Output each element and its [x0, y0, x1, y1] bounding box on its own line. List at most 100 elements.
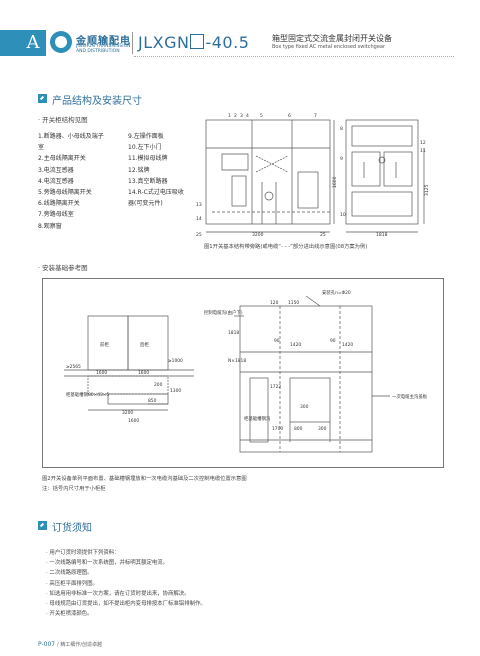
callout-3: 3 — [240, 113, 243, 119]
parts-item: 14.R-C式过电压吸收 — [128, 189, 184, 197]
callout-9: 9 — [340, 156, 343, 162]
dim-height: 3125 — [424, 184, 430, 196]
structure-subtitle: · 开关柜结构见图 — [38, 116, 88, 124]
callout-12: 12 — [420, 140, 426, 146]
foundation-frame — [42, 278, 444, 468]
second-trench-label: 柜基础槽钢沟 — [244, 415, 271, 422]
dim-200: 200 — [154, 382, 163, 388]
parts-item: 3.电流互感器 — [38, 166, 74, 174]
callout-2: 2 — [234, 113, 237, 119]
dim-1600a: 1600 — [96, 370, 107, 376]
dim-1700: 1700 — [272, 426, 283, 432]
dim-800: 800 — [294, 426, 303, 432]
ordering-item: · 二次线路原理图。 — [46, 570, 93, 577]
dim-2565: ≥2565 — [66, 364, 81, 370]
dim-1600c: 1600 — [128, 418, 139, 424]
callout-5: 5 — [260, 113, 263, 119]
parts-item: 室 — [38, 144, 45, 152]
page-number: P-007 — [38, 641, 56, 648]
parts-item: 6.线路隔离开关 — [38, 200, 80, 208]
model-suffix: -40.5 — [205, 33, 250, 52]
foundation-subtitle: · 安装基础参考图 — [38, 264, 88, 272]
parts-item: 4.电流互感器 — [38, 177, 74, 185]
ordering-item: · 一次线路编号和一次系统图，并标明其额定电流。 — [46, 560, 169, 567]
ordering-item: · 母线规范由订货提出，如不提出柜内变母排按本厂标准铝排制作。 — [46, 601, 206, 608]
dim-1420a: 1420 — [290, 342, 301, 348]
header-band — [0, 30, 20, 56]
section-title-ordering: 订货须知 — [52, 523, 92, 534]
parts-item: 10.左下小门 — [128, 144, 162, 152]
dim-right-gap: 25 — [320, 232, 326, 238]
callout-13: 13 — [196, 202, 202, 208]
parts-item: 2.主母线隔离开关 — [38, 155, 86, 163]
section-bullet-icon — [38, 521, 47, 530]
dim-front-width: 1818 — [376, 232, 388, 238]
dim-left-gap: 25 — [196, 232, 202, 238]
dim-90b: 90 — [330, 338, 336, 344]
dim-1150: 1150 — [288, 300, 299, 306]
callout-6: 6 — [288, 113, 291, 119]
dim-300: 300 — [300, 404, 309, 410]
dim-90a: 90 — [274, 338, 280, 344]
parts-item: 12.铭牌 — [128, 166, 150, 174]
callout-1: 1 — [228, 113, 231, 119]
company-name: 金顺输配电 — [76, 36, 131, 47]
parts-item: 11.模拟母线牌 — [128, 155, 168, 163]
dim-1818: 1818 — [228, 330, 239, 336]
company-logo-icon — [50, 31, 72, 53]
dim-inner-height: 1600 — [332, 176, 338, 188]
plan-outline — [239, 305, 373, 453]
product-title-en: Box type fixed AC metal enclosed switchg… — [272, 44, 386, 50]
foundation-drawing: 前柜 后柜 1600 1600 ≥2565 ≥1000 柜基础槽钢80×43×5… — [64, 289, 428, 453]
nx1818-label: N×1818 — [228, 358, 246, 364]
callout-11: 11 — [420, 148, 426, 154]
rear-cabinet-label: 后柜 — [140, 341, 149, 348]
callout-7: 7 — [314, 113, 317, 119]
install-hole-label: 安装孔n=Φ20 — [322, 289, 351, 296]
dim-850: 850 — [148, 398, 157, 404]
parts-item: 7.旁路母线室 — [38, 211, 74, 219]
ordering-item: · 开关柜喷漆颜色。 — [46, 611, 93, 618]
dim-width-total: 3200 — [252, 232, 264, 238]
side-section-outline — [205, 119, 331, 225]
ordering-list: · 用户订货时须提供下列资料： · 一次线路编号和一次系统图，并标明其额定电流。… — [46, 548, 206, 619]
model-prefix: JLXGN — [138, 33, 190, 52]
dim-3200: 3200 — [122, 410, 133, 416]
model-box-icon — [190, 34, 205, 49]
callout-14: 14 — [196, 216, 202, 222]
page-footer: P-007 / 精工细作/创造卓越 — [38, 641, 102, 648]
parts-list-right: 9.左操作面板 10.左下小门 11.模拟母线牌 12.铭牌 13.真空断路器 … — [128, 131, 184, 209]
ordering-item: · 高压柜平面排列图。 — [46, 580, 98, 587]
switchgear-structure-drawing: 3200 25 25 1818 1600 3125 1 2 3 4 5 6 7 … — [196, 113, 430, 238]
front-cabinet-label: 前柜 — [100, 341, 109, 348]
dim-1000: ≥1000 — [168, 358, 183, 364]
header-divider — [134, 56, 454, 57]
figure2-note: 注：括号内尺寸用于小柜柜 — [42, 486, 106, 492]
figure2-caption: 图2开关设备单列平面布置、基础槽钢埋放和一次电缆沟基础及二次控制电缆位置示意图 — [42, 476, 247, 482]
figure1-caption: 图1开关基本结构带旁路(或电缆“- - -”部分进出线示意图(08方案为例) — [204, 244, 368, 250]
parts-item: 9.左操作面板 — [128, 133, 164, 140]
dim-120: 120 — [270, 300, 279, 306]
base-note: 柜基础槽钢80×43×5 — [66, 391, 109, 398]
parts-item: 5.旁路母线隔离开关 — [38, 189, 92, 197]
parts-item: 13.真空断路器 — [128, 177, 168, 185]
company-name-en: JINSHUN TRANSMISSION AND DISTRIBUTION — [76, 44, 131, 54]
parts-item: 1.断路器、小母线及端子 — [38, 133, 104, 140]
callout-8: 8 — [340, 126, 343, 132]
front-view-outline — [345, 119, 419, 225]
parts-item: 器(可变元件) — [128, 200, 163, 208]
cable-trench-label: 控制电缆沟(由户下) — [204, 309, 243, 316]
dim-1420b: 1420 — [342, 342, 353, 348]
product-title: 箱型固定式交流金属封闭开关设备 — [272, 34, 392, 43]
section-letter: A — [20, 30, 46, 56]
footer-slogan: 精工细作/创造卓越 — [60, 642, 102, 648]
callout-10: 10 — [340, 212, 346, 218]
parts-list-left: 1.断路器、小母线及端子 室 2.主母线隔离开关 3.电流互感器 4.电流互感器… — [38, 131, 104, 232]
dim-1300: 1300 — [170, 388, 181, 394]
model-number: JLXGN -40.5 — [138, 33, 249, 52]
ordering-item: · 用户订货时须提供下列资料： — [46, 550, 120, 556]
section-bullet-icon — [38, 94, 47, 103]
main-cable-label: 一次电缆主沟盖板 — [392, 393, 428, 400]
callout-4: 4 — [246, 113, 249, 119]
section-title-structure: 产品结构及安装尺寸 — [52, 96, 142, 107]
